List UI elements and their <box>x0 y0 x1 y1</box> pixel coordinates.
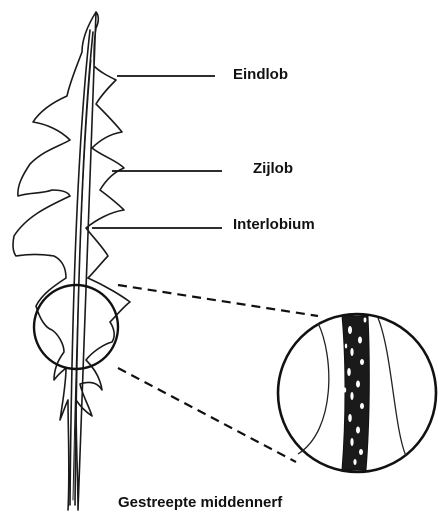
caption: Gestreepte middennerf <box>118 494 282 511</box>
connector-top <box>118 285 318 316</box>
label-eindlob: Eindlob <box>233 66 288 83</box>
connector-bottom <box>118 368 296 462</box>
enlarged-view <box>278 314 436 472</box>
label-interlobium: Interlobium <box>233 216 315 233</box>
label-zijlob: Zijlob <box>253 160 293 177</box>
